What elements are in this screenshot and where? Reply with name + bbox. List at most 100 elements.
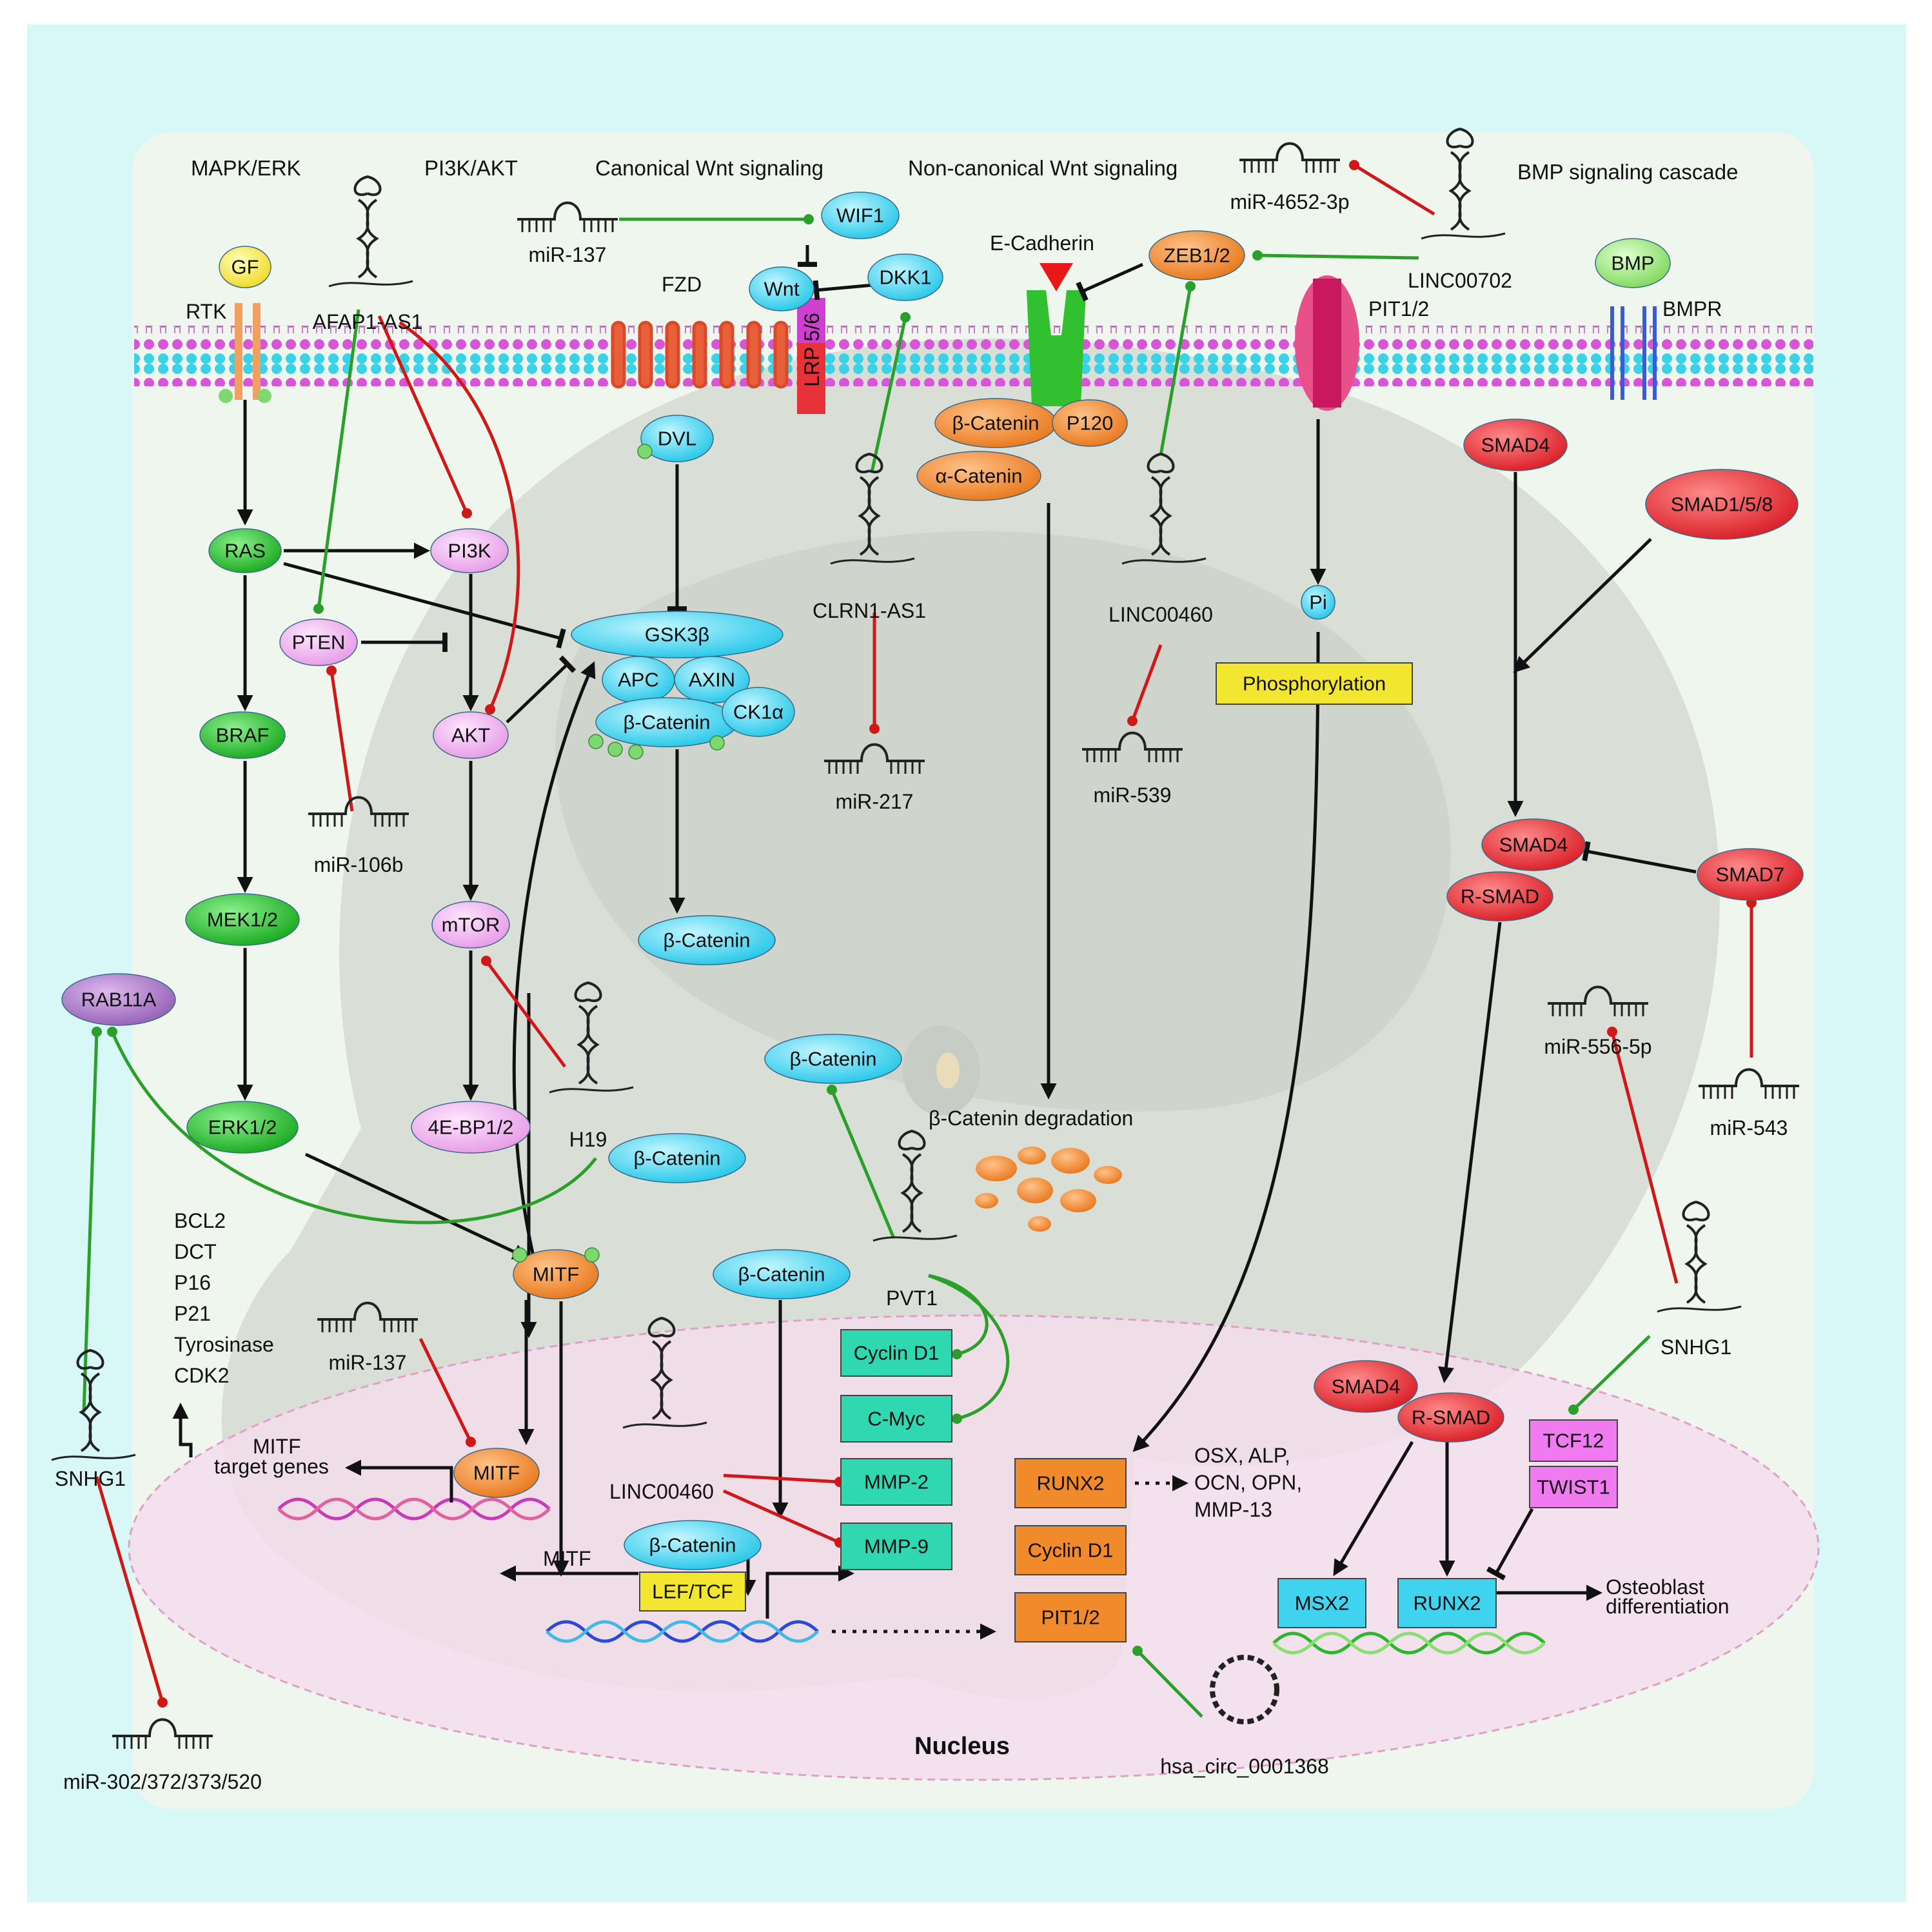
node-label-bcat-nuc: β-Catenin — [738, 1263, 825, 1286]
node-label-pten: PTEN — [292, 631, 346, 654]
edge-42 — [870, 312, 911, 473]
label-mitf-arrow: MITF — [543, 1547, 591, 1570]
phosphate-dot — [588, 734, 604, 749]
node-label-zeb: ZEB1/2 — [1163, 244, 1230, 267]
node-label-leftcf: LEF/TCF — [652, 1581, 733, 1603]
node-bcat-pvt: β-Catenin — [764, 1034, 902, 1084]
rna-label-mir302: miR-302/372/373/520 — [63, 1770, 262, 1793]
node-erk: ERK1/2 — [186, 1101, 299, 1154]
node-axin: AXIN — [674, 656, 750, 704]
node-ras: RAS — [208, 528, 282, 573]
rna-label-afap1: AFAP1-AS1 — [313, 310, 423, 333]
rna-linc00460-top: LINC00460 — [1109, 452, 1213, 626]
node-label-smad4-top: SMAD4 — [1481, 434, 1550, 457]
circrna-icon — [1210, 1655, 1279, 1724]
rna-circ: hsa_circ_0001368 — [1160, 1755, 1329, 1778]
rna-mir106b: miR-106b — [308, 796, 409, 876]
gene-tyrosinase: Tyrosinase — [174, 1333, 274, 1356]
node-label-ebp: 4E-BP1/2 — [428, 1116, 514, 1139]
rna-label-circ: hsa_circ_0001368 — [1160, 1755, 1329, 1778]
node-label-erk: ERK1/2 — [208, 1116, 277, 1139]
label-bmpr: BMPR — [1662, 297, 1722, 320]
edge-43 — [1159, 281, 1196, 456]
node-smad4-top: SMAD4 — [1463, 419, 1568, 471]
node-label-pit12-o: PIT1/2 — [1041, 1606, 1099, 1629]
cell-membrane — [134, 326, 1813, 386]
rna-label-h19: H19 — [569, 1128, 607, 1151]
node-cyclind1-o: Cyclin D1 — [1014, 1525, 1127, 1575]
edge-52 — [1349, 160, 1435, 216]
node-label-mitf-p: MITF — [533, 1263, 579, 1286]
node-bcat-rab: β-Catenin — [608, 1133, 746, 1183]
header-mapk: MAPK/ERK — [191, 156, 301, 180]
edge-55 — [326, 665, 354, 812]
edge-47 — [827, 1085, 896, 1239]
node-ck1: CK1α — [722, 687, 795, 737]
node-mmp9: MMP-9 — [840, 1523, 952, 1570]
edge-11 — [506, 655, 577, 724]
node-label-pi3k: PI3K — [448, 540, 491, 562]
node-runx2-o: RUNX2 — [1014, 1458, 1127, 1508]
node-label-gsk: GSK3β — [645, 624, 710, 646]
phosphate-dot — [607, 742, 623, 757]
dna-runx — [1272, 1631, 1546, 1655]
bmpr-receptor — [1610, 306, 1657, 400]
node-label-rsmad-mid: R-SMAD — [1461, 885, 1539, 908]
rna-label-mir539: miR-539 — [1094, 784, 1172, 807]
rna-label-mir217: miR-217 — [836, 790, 914, 813]
header-canonical-wnt: Canonical Wnt signaling — [595, 156, 823, 180]
node-label-smad4-mid: SMAD4 — [1499, 834, 1568, 856]
node-dvl: DVL — [640, 415, 714, 462]
edge-64 — [95, 1476, 168, 1708]
node-label-bmp: BMP — [1611, 252, 1654, 275]
edge-23 — [1437, 922, 1502, 1383]
rna-linc00460-mid: LINC00460 — [609, 1316, 714, 1503]
edge-8 — [304, 1152, 529, 1259]
header-pi3k: PI3K/AKT — [424, 156, 518, 180]
label-differentiation: differentiation — [1606, 1595, 1730, 1618]
node-mmp2: MMP-2 — [840, 1458, 952, 1506]
edge-63 — [722, 1489, 845, 1548]
gene-cdk2: CDK2 — [174, 1364, 229, 1387]
fzd-receptor — [611, 320, 789, 389]
label-degradation: β-Catenin degradation — [929, 1107, 1133, 1130]
phosphate-dot — [628, 744, 644, 760]
node-cmyc: C-Myc — [840, 1395, 952, 1443]
node-mitf-nuc: MITF — [453, 1448, 540, 1498]
node-label-mek: MEK1/2 — [207, 909, 278, 931]
rna-pvt1: PVT1 — [872, 1129, 958, 1310]
rna-mir137-mid: miR-137 — [317, 1301, 418, 1374]
gene-dct: DCT — [174, 1240, 217, 1263]
edge-41 — [313, 309, 360, 614]
rna-label-pvt1: PVT1 — [886, 1286, 938, 1310]
label-fzd: FZD — [662, 273, 702, 296]
edge-46 — [82, 1027, 102, 1413]
rna-mir137-top: miR-137 — [517, 201, 618, 266]
rna-mir539: miR-539 — [1082, 731, 1183, 807]
node-label-bcat-ecad: β-Catenin — [952, 412, 1039, 435]
edge-54 — [399, 320, 520, 715]
node-label-braf: BRAF — [216, 724, 270, 747]
node-wnt: Wnt — [749, 266, 814, 311]
rna-label-linc00460-top: LINC00460 — [1109, 603, 1213, 626]
node-label-akt: AKT — [451, 724, 490, 747]
node-rab11a: RAB11A — [61, 973, 176, 1026]
node-label-cmyc: C-Myc — [867, 1408, 925, 1430]
phosphate-dot — [584, 1247, 600, 1263]
node-label-bcat-pvt: β-Catenin — [789, 1048, 876, 1070]
e-cadherin — [1027, 263, 1086, 406]
phosphate-dot — [512, 1247, 527, 1263]
edge-16 — [1076, 262, 1144, 302]
node-tcf12: TCF12 — [1529, 1419, 1618, 1462]
rna-label-mir543: miR-543 — [1710, 1116, 1788, 1139]
edge-44 — [1252, 250, 1419, 261]
node-pit12-o: PIT1/2 — [1014, 1592, 1127, 1642]
rna-mir556: miR-556-5p — [1544, 985, 1652, 1058]
node-p120: P120 — [1052, 399, 1128, 447]
label-lrp: LRP 5/6 — [800, 313, 823, 387]
node-gsk: GSK3β — [571, 611, 784, 658]
gene-bcl2: BCL2 — [174, 1209, 226, 1232]
node-mek: MEK1/2 — [185, 893, 300, 946]
